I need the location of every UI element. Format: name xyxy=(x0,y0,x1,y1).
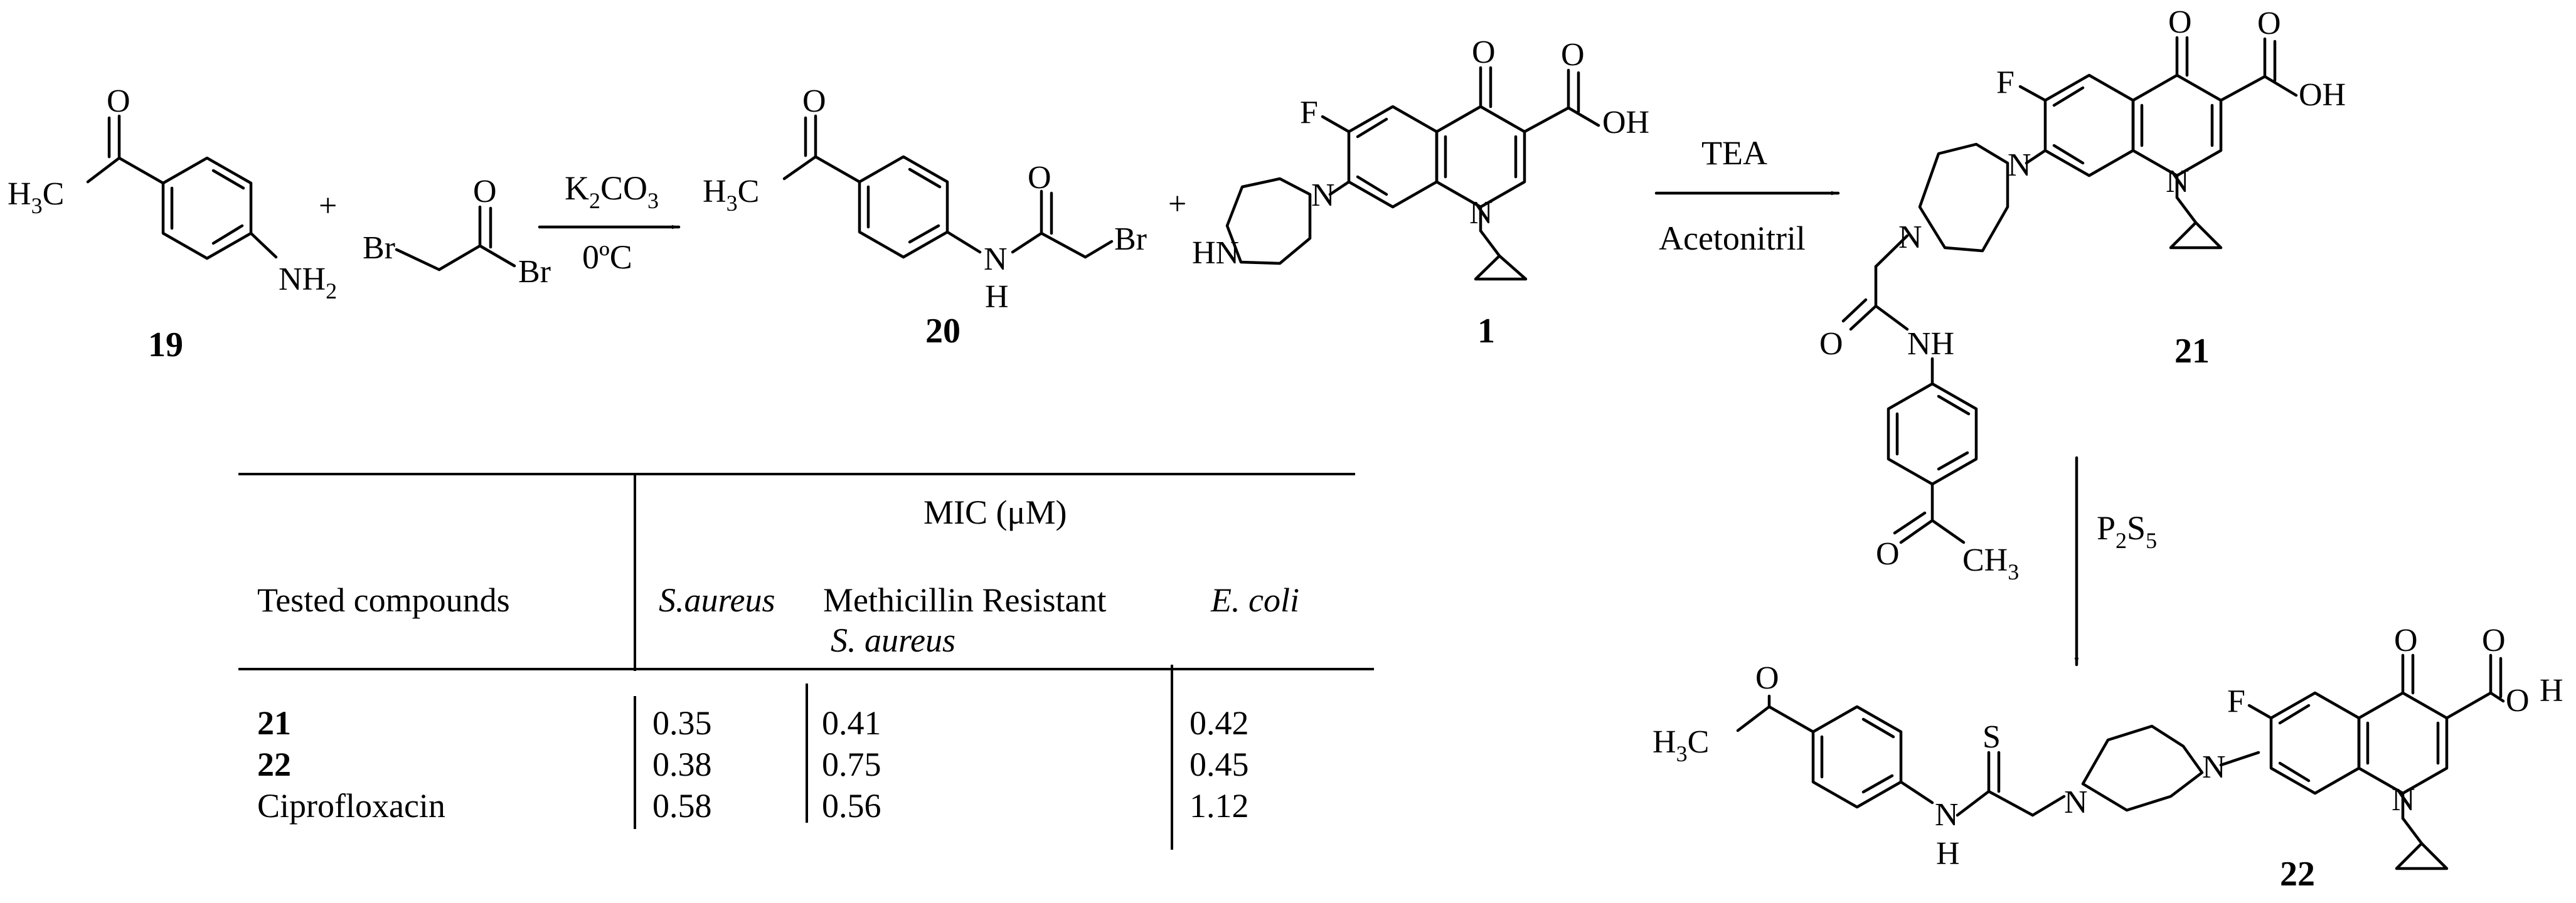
compound-label-19: 19 xyxy=(148,325,183,364)
atom-oh: OH xyxy=(1602,105,1649,140)
atom-o: O xyxy=(107,83,130,119)
atom-h: H xyxy=(985,279,1009,315)
atom-o: O xyxy=(2394,623,2418,658)
atom-o: O xyxy=(2506,683,2530,719)
compound-label-20: 20 xyxy=(925,312,961,351)
cell-value: 0.41 xyxy=(822,704,881,742)
atom-f: F xyxy=(1300,95,1318,130)
compound-20: O H3C N H O Br 20 xyxy=(703,83,1147,351)
compound-22: O H3C N H S N N N F O O O H 22 xyxy=(1653,623,2563,894)
atom-f: F xyxy=(1996,65,2014,100)
atom-o: O xyxy=(1876,536,1900,572)
atom-ch3: CH3 xyxy=(1962,542,2019,584)
cell-value: 1.12 xyxy=(1190,787,1249,825)
column-header-e-coli: E. coli xyxy=(1211,581,1299,619)
atom-h3c: H3C xyxy=(1653,724,1709,766)
cell-value: 0.58 xyxy=(652,787,712,825)
atom-h: H xyxy=(2540,673,2563,709)
atom-f: F xyxy=(2227,684,2245,719)
atom-h3c: H3C xyxy=(8,176,64,218)
table-group-header: MIC (μM) xyxy=(923,494,1067,531)
reagent-k2co3: K2CO3 xyxy=(565,169,659,213)
reagent-tea: TEA xyxy=(1701,134,1767,172)
reagent-temperature: 0ºC xyxy=(582,238,632,276)
reagent-solvent: Acetonitril xyxy=(1659,219,1806,257)
atom-n-piperazine: N xyxy=(2064,784,2088,820)
atom-nh2: NH2 xyxy=(279,261,337,304)
atom-o: O xyxy=(2168,4,2192,40)
plus-sign: + xyxy=(1168,186,1186,222)
compound-label-22: 22 xyxy=(2280,855,2315,894)
atom-br: Br xyxy=(1114,221,1147,257)
column-header-mrsa: Methicillin Resistant xyxy=(823,581,1107,619)
compound-bromoacetyl-bromide: Br O Br xyxy=(363,174,551,290)
atom-n-piperazine: N xyxy=(1898,219,1922,255)
cell-value: 0.45 xyxy=(1190,746,1249,783)
atom-oh: OH xyxy=(2299,77,2346,113)
atom-n: N xyxy=(984,241,1008,277)
cell-value: 0.75 xyxy=(822,746,881,783)
atom-n-piperazine: N xyxy=(1311,177,1335,213)
atom-o: O xyxy=(802,83,826,119)
atom-n-piperazine: N xyxy=(2008,147,2031,183)
cell-value: 0.35 xyxy=(652,704,712,742)
atom-o: O xyxy=(473,174,497,209)
atom-n1: N xyxy=(2166,164,2190,199)
reagent-p2s5: P2S5 xyxy=(2097,509,2157,553)
cell-value: 0.42 xyxy=(1190,704,1249,742)
atom-o: O xyxy=(1561,37,1585,73)
atom-o: O xyxy=(2257,6,2281,41)
atom-o: O xyxy=(1755,660,1779,696)
row-compound: Ciprofloxacin xyxy=(257,787,445,825)
row-compound: 21 xyxy=(257,704,291,742)
column-header-s-aureus: S.aureus xyxy=(659,581,775,619)
atom-s: S xyxy=(1983,719,2001,755)
plus-sign: + xyxy=(319,188,337,224)
atom-o: O xyxy=(1472,34,1496,70)
atom-hn: HN xyxy=(1192,235,1239,271)
atom-br: Br xyxy=(518,254,551,290)
table-row-header: Tested compounds xyxy=(257,581,510,619)
atom-n-piperazine: N xyxy=(2202,749,2226,785)
reaction-arrow-1: K2CO3 0ºC xyxy=(538,169,681,276)
row-compound: 22 xyxy=(257,746,291,783)
atom-n: N xyxy=(1935,797,1959,833)
atom-h: H xyxy=(1936,836,1960,872)
atom-o: O xyxy=(1028,160,1051,196)
compound-19: O H3C NH2 19 xyxy=(8,83,337,364)
compound-21: F O O OH N N N O NH O CH3 21 xyxy=(1819,4,2346,584)
atom-br: Br xyxy=(363,230,395,266)
reaction-arrow-2: TEA Acetonitril xyxy=(1654,134,1840,257)
cell-value: 0.38 xyxy=(652,746,712,783)
column-subheader-mrsa: S. aureus xyxy=(831,621,955,659)
atom-n1: N xyxy=(1469,195,1493,231)
compound-label-1: 1 xyxy=(1477,312,1495,351)
atom-n1: N xyxy=(2392,782,2415,818)
atom-nh: NH xyxy=(1907,326,1954,362)
atom-o: O xyxy=(2482,623,2506,658)
atom-h3c: H3C xyxy=(703,174,759,216)
compound-label-21: 21 xyxy=(2174,332,2210,371)
cell-value: 0.56 xyxy=(822,787,881,825)
compound-1: F O O OH N N HN 1 xyxy=(1192,34,1649,351)
mic-table-lines xyxy=(238,473,1374,850)
atom-o: O xyxy=(1819,326,1843,362)
reaction-arrow-3: P2S5 xyxy=(2074,456,2157,667)
